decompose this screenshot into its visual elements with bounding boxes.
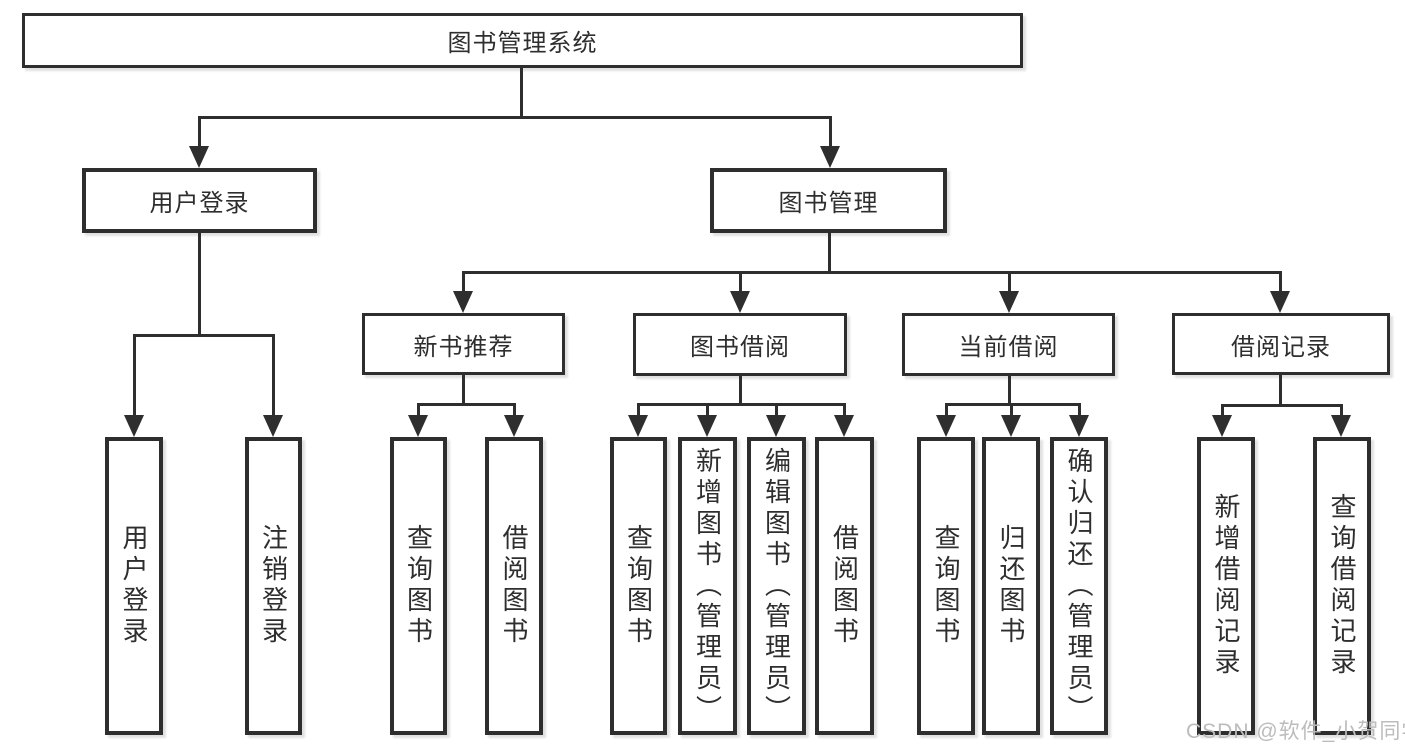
arrow-down-icon [124,415,144,437]
leaf-label: 查询借阅记录 [1327,493,1357,679]
connector-line [133,334,275,337]
leaf-borrow-book-2: 借阅图书 [815,437,874,735]
arrow-down-icon [1331,415,1351,437]
arrow-down-icon [263,415,283,437]
leaf-label: 查询图书 [403,524,434,648]
connector-line [637,403,640,417]
node-borrow-records: 借阅记录 [1172,313,1390,375]
connector-line [1279,375,1282,406]
arrow-down-icon [1069,415,1089,437]
arrow-down-icon [1212,415,1232,437]
leaf-label: 查询图书 [623,524,654,648]
leaf-confirm-return-admin: 确认归还（管理员） [1050,437,1108,735]
arrow-down-icon [504,415,524,437]
leaf-query-book-2: 查询图书 [610,437,667,735]
node-current-borrow: 当前借阅 [902,313,1115,376]
node-library-management-system: 图书管理系统 [22,13,1023,68]
watermark: CSDN @软件_小贺同学 [1186,720,1405,743]
leaf-label: 确认归还（管理员） [1064,446,1094,726]
connector-line [417,403,420,417]
connector-line [513,403,516,417]
leaf-label: 查询图书 [931,524,961,648]
leaf-logout: 注销登录 [245,437,302,735]
arrow-down-icon [1001,415,1021,437]
connector-line [462,375,465,406]
leaf-label: 注销登录 [258,524,289,648]
arrow-down-icon [999,291,1019,313]
connector-line [133,334,136,417]
connector-line [739,271,742,293]
node-user-login: 用户登录 [82,168,317,233]
arrow-down-icon [697,415,717,437]
arrow-down-icon [834,415,854,437]
arrow-down-icon [730,291,750,313]
arrow-down-icon [1270,291,1290,313]
arrow-down-icon [408,415,428,437]
connector-line [1221,404,1343,407]
connector-line [198,116,201,148]
leaf-query-book-3: 查询图书 [917,437,975,735]
connector-line [520,68,523,118]
node-book-management: 图书管理 [710,168,947,233]
leaf-label: 借阅图书 [829,524,860,648]
leaf-label: 编辑图书（管理员） [761,446,792,726]
leaf-query-book-1: 查询图书 [390,437,447,735]
connector-line [198,116,832,119]
connector-line [739,376,742,405]
connector-line [462,271,1282,274]
leaf-label: 归还图书 [996,524,1026,648]
connector-line [1340,404,1343,417]
connector-line [1221,404,1224,417]
connector-line [945,403,948,417]
leaf-edit-book-admin: 编辑图书（管理员） [747,437,806,735]
leaf-label: 用户登录 [119,524,149,648]
connector-line [1010,403,1013,417]
leaf-label: 新增借阅记录 [1211,493,1241,679]
connector-line [828,233,831,274]
arrow-down-icon [189,146,209,168]
leaf-label: 借阅图书 [499,524,529,648]
arrow-down-icon [936,415,956,437]
arrow-down-icon [766,415,786,437]
connector-line [1279,271,1282,293]
connector-line [1078,403,1081,417]
arrow-down-icon [820,146,840,168]
connector-line [417,403,516,406]
leaf-return-book: 归还图书 [982,437,1040,735]
connector-line [829,116,832,148]
arrow-down-icon [453,291,473,313]
connector-line [637,403,846,406]
connector-line [1008,271,1011,293]
connector-line [272,334,275,417]
leaf-add-book-admin: 新增图书（管理员） [678,437,737,735]
connector-line [706,403,709,417]
leaf-query-borrow-record: 查询借阅记录 [1313,437,1371,735]
connector-line [198,233,201,336]
leaf-borrow-book-1: 借阅图书 [485,437,543,735]
arrow-down-icon [628,415,648,437]
node-new-book-recommend: 新书推荐 [362,313,565,375]
node-book-borrow: 图书借阅 [633,313,847,376]
connector-line [1008,376,1011,405]
leaf-add-borrow-record: 新增借阅记录 [1197,437,1255,735]
connector-line [775,403,778,417]
connector-line [843,403,846,417]
leaf-label: 新增图书（管理员） [692,446,723,726]
connector-line [462,271,465,293]
leaf-user-login: 用户登录 [105,437,163,735]
connector-line [945,403,1081,406]
